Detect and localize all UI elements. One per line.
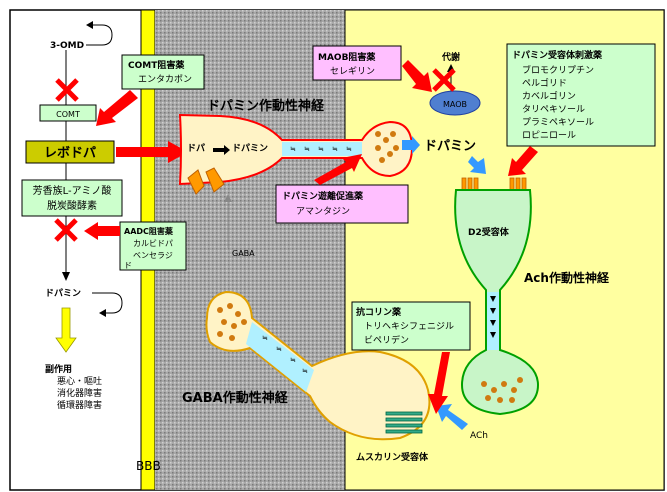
svg-text:≒: ≒ — [276, 345, 282, 353]
muscarinic-receptor-label: ムスカリン受容体 — [356, 451, 429, 463]
ach-label: ACh — [470, 431, 488, 441]
omd-label: 3-OMD — [50, 41, 84, 51]
d2-receptors — [461, 177, 527, 197]
dopamine-loop-head — [99, 309, 106, 317]
release-promoter-box — [275, 184, 409, 224]
gray-region — [155, 10, 345, 490]
ach-neuron-title: Ach作動性神経 — [524, 270, 610, 285]
comt-inhibitor-arrow — [96, 90, 138, 126]
maob-inhibitor-box — [312, 45, 402, 81]
omd-loop-arrow — [88, 24, 113, 46]
maob-inhibitor-drug: セレギリン — [330, 66, 375, 77]
x-mark-maob — [432, 68, 456, 92]
release-promoter-arrow — [314, 154, 362, 185]
dopamine-loop-arrow — [102, 292, 123, 314]
aadc-inhibitor-box — [119, 221, 187, 271]
dopamine-vesicles — [375, 131, 399, 163]
aadc-inhibitor-drug-2: ベンセラジ — [133, 251, 173, 260]
release-arrow — [402, 136, 420, 154]
aadc-inhibitor-arrow — [84, 222, 120, 240]
agonist-box — [506, 43, 656, 147]
levodopa-down-head — [62, 272, 70, 281]
comt-label: COMT — [56, 110, 80, 119]
aadc-label-1: 芳香族L-アミノ酸 — [33, 184, 112, 197]
svg-text:≒: ≒ — [302, 367, 308, 375]
agonist-title: ドパミン受容体刺激薬 — [512, 49, 603, 61]
gaba-neuron-title: GABA作動性神経 — [182, 390, 289, 406]
gaba-axon-markers: ≒ ≒ ≒ ≒ — [262, 334, 308, 375]
levodopa-to-neuron-arrow — [116, 141, 188, 163]
metabolism-label: 代謝 — [441, 51, 460, 63]
dopamine-to-receptor-arrow — [468, 156, 486, 174]
side-effect-title: 副作用 — [45, 363, 72, 375]
x-mark-aadc — [54, 218, 78, 242]
gaba-to-receptor-head — [224, 194, 232, 202]
omd-loop-head — [86, 21, 93, 29]
side-effect-3: 循環器障害 — [57, 399, 102, 411]
dopa-inside-label: ドパ — [187, 142, 205, 154]
aadc-box — [21, 179, 123, 217]
left-dopamine-label: ドパミン — [45, 287, 81, 299]
ach-vesicles — [481, 377, 523, 403]
agonist-drug-2: ペルゴリド — [522, 77, 567, 89]
aadc-inhibitor-drug-1: カルビドパ — [133, 239, 173, 248]
release-promoter-title: ドパミン遊離促進薬 — [282, 190, 364, 202]
gaba-axon — [246, 322, 314, 392]
side-effect-arrow — [55, 307, 77, 353]
x-mark-comt — [55, 78, 79, 102]
anticholinergic-arrow — [428, 352, 450, 414]
agonist-arrow — [508, 146, 538, 176]
anticholinergic-title: 抗コリン薬 — [356, 306, 402, 318]
aadc-label-2: 脱炭酸酵素 — [47, 199, 97, 212]
comt-inhibitor-box — [121, 54, 205, 90]
gaba-vesicles — [217, 303, 247, 341]
anticholinergic-drug-2: ビペリデン — [364, 334, 409, 346]
aadc-inhibitor-drug-3: ド — [124, 261, 132, 270]
svg-text:≒: ≒ — [318, 145, 324, 153]
dopamine-neuron-title: ドパミン作動性神経 — [207, 98, 325, 114]
comt-inhibitor-title: COMT阻害薬 — [128, 59, 185, 71]
maob-inhibitor-title: MAOB阻害薬 — [318, 51, 376, 63]
gaba-neuron-body — [205, 290, 431, 441]
gaba-receptor-on-dopamine — [187, 167, 225, 195]
levodopa-box — [25, 140, 115, 164]
bbb-label: BBB — [136, 459, 161, 473]
maob-ellipse — [429, 90, 481, 116]
svg-text:≒: ≒ — [304, 145, 310, 153]
agonist-drug-1: ブロモクリプチン — [522, 64, 594, 76]
release-promoter-drug: アマンタジン — [296, 206, 350, 217]
svg-text:≒: ≒ — [290, 145, 296, 153]
ach-axon-markers — [490, 296, 496, 338]
agonist-drug-3: カベルゴリン — [522, 90, 576, 102]
svg-text:≒: ≒ — [332, 145, 338, 153]
agonist-drug-5: プラミペキソール — [522, 117, 594, 128]
d2-receptor-label: D2受容体 — [468, 226, 510, 238]
side-effect-2: 消化器障害 — [57, 387, 102, 399]
dopamine-released-label: ドパミン — [424, 139, 476, 154]
svg-text:≒: ≒ — [262, 334, 268, 342]
dopamine-axon-markers: ≒ ≒ ≒ ≒ ≒ — [290, 145, 352, 153]
muscarinic-receptors — [385, 411, 423, 434]
comt-inhibitor-drug: エンタカポン — [138, 74, 192, 85]
maob-label: MAOB — [443, 100, 467, 109]
gaba-label: GABA — [232, 249, 255, 258]
dopamine-inside-label: ドパミン — [232, 142, 268, 154]
levodopa-label: レボドパ — [44, 145, 96, 161]
anticholinergic-drug-1: トリヘキシフェニジル — [364, 322, 454, 332]
agonist-drug-4: タリペキソール — [522, 104, 585, 115]
maob-inhibitor-arrow — [402, 60, 432, 92]
svg-text:≒: ≒ — [290, 356, 296, 364]
aadc-inhibitor-title: AADC阻害薬 — [124, 226, 174, 236]
svg-text:≒: ≒ — [346, 145, 352, 153]
agonist-drug-6: ロピニロール — [522, 130, 576, 141]
anticholinergic-box — [351, 301, 471, 351]
dopamine-axon — [282, 142, 362, 156]
ach-arrow — [436, 404, 468, 430]
comt-box — [39, 104, 97, 122]
side-effect-1: 悪心・嘔吐 — [57, 376, 102, 387]
dopa-to-dopamine-arrow — [213, 145, 230, 155]
